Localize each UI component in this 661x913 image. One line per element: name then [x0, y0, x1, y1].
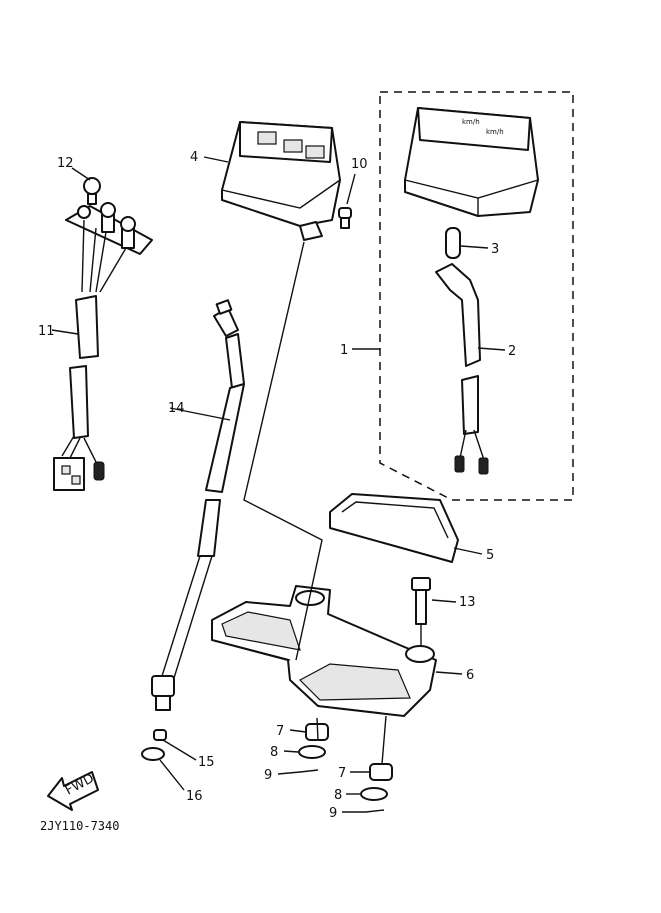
callout-7-left: 7 [276, 724, 284, 739]
callout-6: 6 [466, 668, 474, 683]
drawing-code: 2JY110-7340 [40, 819, 119, 833]
callout-16: 16 [186, 789, 203, 804]
callout-8-left: 8 [270, 745, 278, 760]
callout-4: 4 [190, 150, 198, 165]
bracket-part-6 [211, 585, 463, 717]
damper-set-right [342, 715, 393, 813]
callout-7-right: 7 [338, 766, 346, 781]
leader-4-to-bracket [243, 241, 323, 661]
callout-12: 12 [57, 156, 74, 171]
meter-housing-assy: km/h km/h [404, 107, 539, 217]
screw-part-10 [338, 173, 356, 229]
bulb-part-3 [445, 227, 489, 259]
callout-9-left: 9 [264, 768, 272, 783]
washer-part-16 [141, 747, 185, 791]
callout-14: 14 [168, 401, 185, 416]
callout-1: 1 [340, 343, 348, 358]
socket-harness-part-11 [51, 167, 153, 491]
callout-3: 3 [491, 242, 499, 257]
callout-5: 5 [486, 548, 494, 563]
svg-text:km/h: km/h [462, 118, 480, 126]
clip-part-15 [153, 729, 197, 761]
callout-11: 11 [38, 324, 55, 339]
callout-9-right: 9 [329, 806, 337, 821]
callout-8-right: 8 [334, 788, 342, 803]
callout-15: 15 [198, 755, 215, 770]
harness-part-2 [435, 263, 506, 475]
callout-10: 10 [351, 157, 368, 172]
speedometer-cable-part-14 [151, 299, 245, 711]
bolt-part-13 [411, 577, 457, 625]
damper-set-left [277, 717, 329, 775]
svg-text:km/h: km/h [486, 128, 504, 136]
callout-2: 2 [508, 344, 516, 359]
callout-13: 13 [459, 595, 476, 610]
assembly-1-boundary [379, 91, 574, 501]
fwd-arrow-icon: FWD [47, 771, 99, 811]
meter-cover-part-4 [203, 121, 341, 241]
grommet-part-5 [329, 493, 483, 563]
